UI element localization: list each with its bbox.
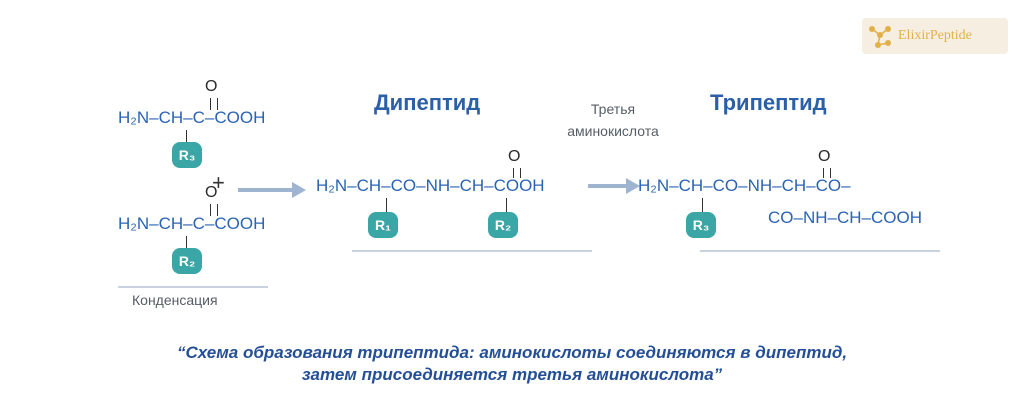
- double-bond: [210, 98, 218, 110]
- carbonyl-oxygen: O: [818, 148, 831, 165]
- caption-line-2: затем присоединяется третья аминокислота…: [301, 365, 723, 384]
- logo: ElixirPeptide: [862, 18, 1008, 54]
- radical-badge: R₁: [368, 212, 398, 238]
- dipeptide-structure: O H₂N–CH–CO–NH–CH–COOH R₁ R₂: [316, 148, 606, 248]
- tripeptide-formula-line2: CO–NH–CH–COOH: [768, 208, 922, 227]
- tripeptide-underline: [700, 250, 940, 252]
- double-bond: [823, 168, 831, 178]
- radical-bond: [506, 198, 507, 212]
- radical-badge: R₃: [172, 142, 202, 168]
- radical-bond: [386, 198, 387, 212]
- formula-bottom: H₂N–CH–C–COOH: [118, 214, 266, 233]
- carbonyl-oxygen: O: [205, 184, 218, 201]
- radical-badge: R₂: [172, 248, 202, 274]
- arrow-right-icon: [588, 178, 640, 194]
- formula-top: H₂N–CH–C–COOH: [118, 108, 266, 127]
- carbonyl-oxygen: O: [205, 78, 218, 95]
- third-amino-acid-text: Третья аминокислота: [567, 101, 659, 139]
- condensation-underline: [118, 286, 268, 288]
- radical-bond: [186, 130, 187, 142]
- third-amino-acid-label: Третья аминокислота: [548, 98, 678, 142]
- dipeptide-formula: H₂N–CH–CO–NH–CH–COOH: [316, 176, 545, 195]
- logo-text: ElixirPeptide: [898, 28, 972, 43]
- amino-acid-bottom: O H₂N–CH–C–COOH R₂: [118, 184, 288, 274]
- tripeptide-formula-line1: H₂N–CH–CO–NH–CH–CO–: [638, 176, 851, 195]
- radical-bond: [186, 236, 187, 248]
- tripeptide-title: Трипептид: [710, 90, 827, 115]
- double-bond: [513, 168, 521, 178]
- tripeptide-structure: O H₂N–CH–CO–NH–CH–CO– CO–NH–CH–COOH R₃: [638, 148, 938, 248]
- amino-acid-top: O H₂N–CH–C–COOH R₃: [118, 78, 288, 168]
- caption-line-1: “Схема образования трипептида: аминокисл…: [176, 343, 848, 362]
- radical-badge: R₂: [488, 212, 518, 238]
- carbonyl-oxygen: O: [508, 148, 521, 165]
- plus-sign: +: [212, 170, 225, 195]
- arrow-right-icon: [238, 182, 306, 198]
- dipeptide-title: Дипептид: [374, 90, 481, 115]
- radical-bond: [702, 198, 703, 212]
- radical-badge: R₃: [686, 212, 716, 238]
- molecule-icon: [866, 21, 896, 51]
- double-bond: [210, 204, 218, 216]
- dipeptide-underline: [352, 250, 592, 252]
- condensation-label: Конденсация: [132, 292, 218, 308]
